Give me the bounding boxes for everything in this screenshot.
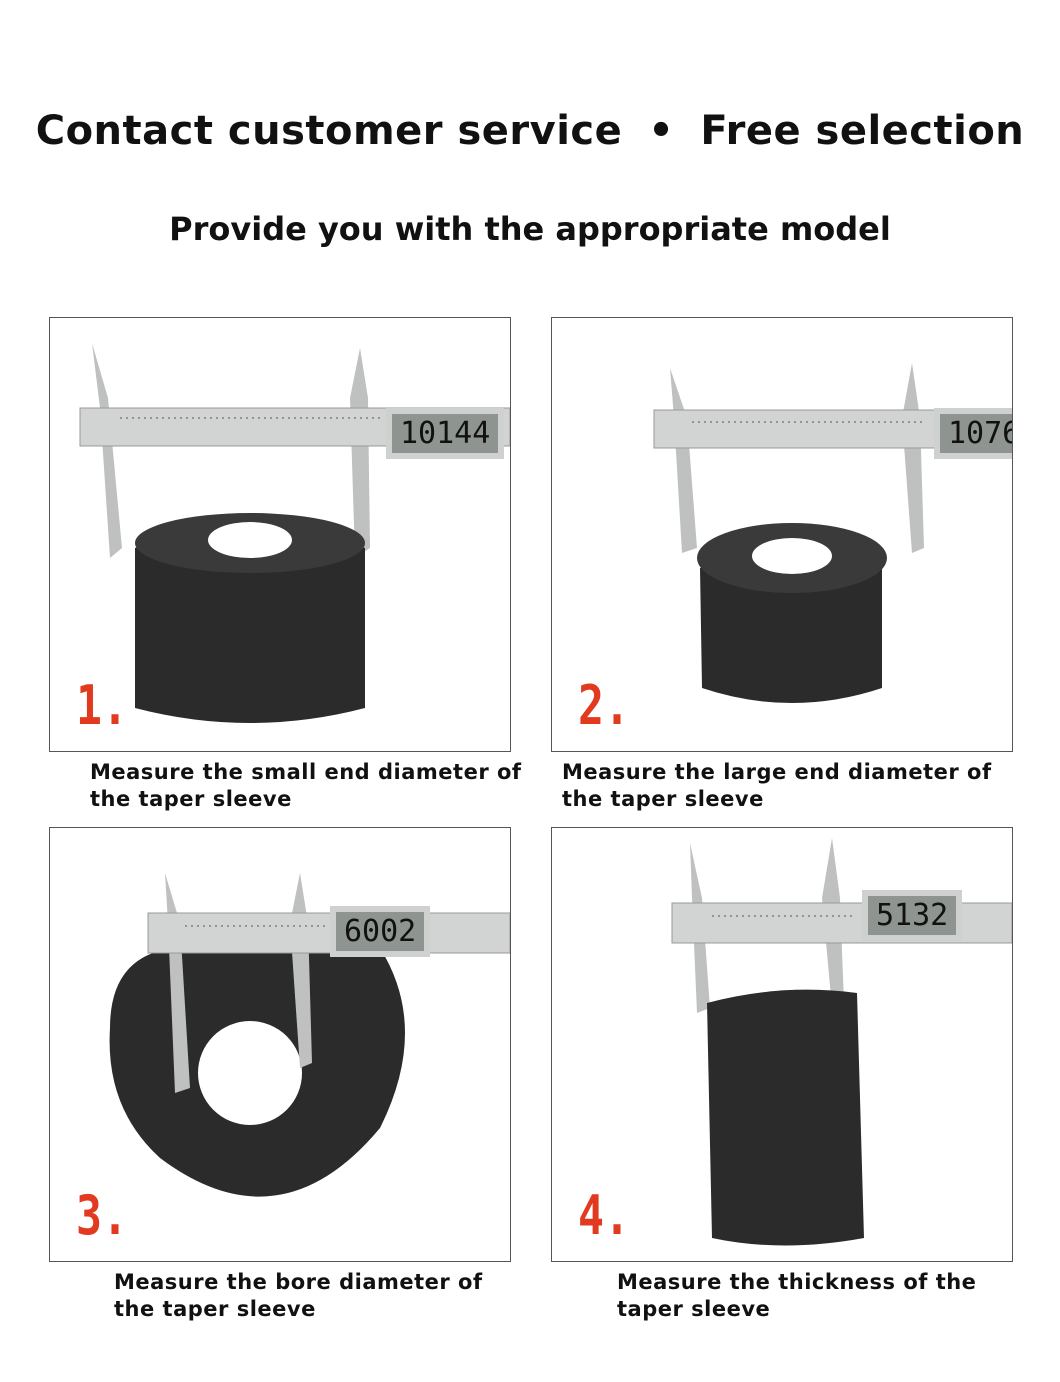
step-number: 2. [578,674,631,737]
caliper-display: 6002 [330,906,431,957]
step-2-photo: 1076 2. [551,317,1013,752]
caption-line: Measure the small end diameter of [90,760,522,784]
step-3-photo: 6002 3. [49,827,511,1262]
caliper-display: 1076 [934,408,1012,459]
step-1-caption: Measure the small end diameter of the tap… [90,759,522,813]
caliper-display: 10144 [386,408,505,459]
headline: Contact customer service • Free selection [0,108,1060,154]
headline-right: Free selection [700,108,1025,154]
step-4-caption: Measure the thickness of the taper sleeve [617,1269,976,1323]
caption-line: the taper sleeve [562,787,764,811]
caption-line: Measure the thickness of the [617,1270,977,1294]
caption-line: taper sleeve [617,1297,771,1321]
separator: • [648,108,675,154]
step-2-caption: Measure the large end diameter of the tap… [562,759,992,813]
headline-left: Contact customer service [35,108,623,154]
step-number: 4. [578,1184,631,1247]
caption-line: Measure the large end diameter of [562,760,992,784]
subtitle: Provide you with the appropriate model [169,210,891,248]
step-number: 3. [76,1184,129,1247]
step-3-caption: Measure the bore diameter of the taper sl… [114,1269,483,1323]
caption-line: the taper sleeve [90,787,292,811]
caliper-bore-image [109,873,510,1197]
caption-line: Measure the bore diameter of [114,1270,483,1294]
step-1-photo: 10144 1. [49,317,511,752]
step-number: 1. [76,674,129,737]
caliper-display: 5132 [862,890,963,941]
caption-line: the taper sleeve [114,1297,316,1321]
step-4-photo: 5132 4. [551,827,1013,1262]
